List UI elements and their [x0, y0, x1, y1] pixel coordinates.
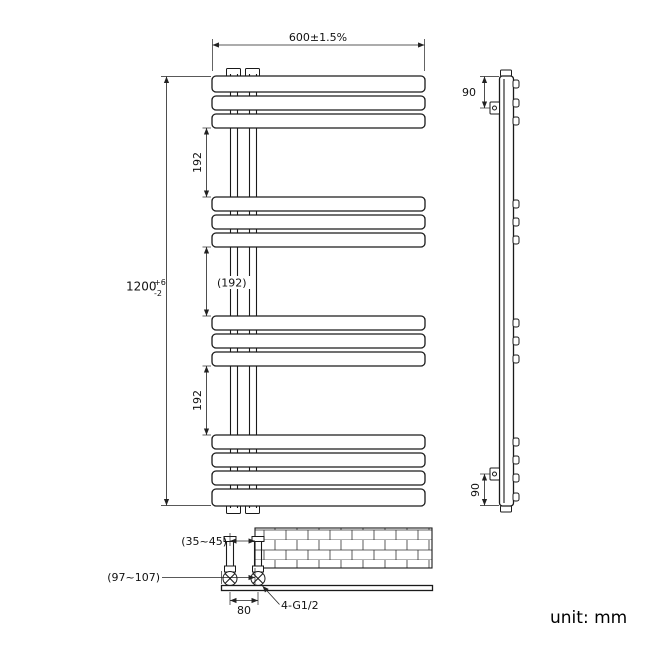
side-cap-top	[500, 69, 512, 77]
tube-cap-bottom-right	[245, 505, 260, 514]
valve-spacing-label: 80	[237, 604, 251, 617]
wall-pipe-label: (35~45)	[181, 535, 227, 548]
front-view	[211, 68, 426, 514]
wall-bracket-bottom	[489, 467, 500, 481]
radiator-panel-edge	[220, 584, 434, 592]
height-tol-up-label: +6	[154, 278, 166, 287]
dimension-width-600: 600±1.5%	[212, 31, 425, 71]
dimension-side-top-90: 90	[462, 76, 499, 109]
side-panel	[498, 75, 515, 507]
gap-middle-label: (192)	[217, 277, 247, 290]
installation-detail	[220, 527, 434, 592]
tube-cap-top-right	[245, 68, 260, 77]
bar-group-3	[211, 315, 426, 367]
dimension-side-bottom-90: 90	[469, 473, 499, 506]
height-tol-down-label: -2	[154, 289, 162, 298]
dimension-height-1200: 1200 +6 -2	[126, 76, 211, 506]
gap-bottom-label: 192	[191, 390, 204, 411]
dimension-gap-top-192: 192	[191, 127, 211, 198]
wall-bracket-top	[489, 101, 500, 115]
dimension-wall-pipe: (35~45)	[181, 533, 255, 548]
width-dim-label: 600±1.5%	[289, 31, 347, 44]
side-bottom-label: 90	[469, 483, 482, 497]
brick-wall	[254, 527, 433, 569]
dimension-gap-bottom-192: 192	[191, 365, 211, 436]
bar-hooks	[512, 79, 520, 502]
bar-group-2	[211, 196, 426, 248]
tube-cap-bottom-left	[226, 505, 241, 514]
dimension-gap-middle-192: (192)	[202, 246, 252, 317]
side-cap-bottom	[500, 505, 512, 513]
dimension-thread: 4-G1/2	[262, 585, 319, 612]
side-top-label: 90	[462, 86, 476, 99]
side-view	[489, 69, 520, 513]
thread-label: 4-G1/2	[281, 599, 319, 612]
bar-group-4	[211, 434, 426, 507]
dimension-valve-spacing-80: 80	[229, 592, 259, 617]
height-dim-label: 1200	[126, 280, 157, 294]
dimension-wall-panel: (97~107)	[107, 568, 256, 584]
unit-note: unit: mm	[550, 608, 627, 628]
gap-top-label: 192	[191, 152, 204, 173]
wall-panel-label: (97~107)	[107, 571, 160, 584]
tube-cap-top-left	[226, 68, 241, 77]
bar-group-1	[211, 75, 426, 129]
